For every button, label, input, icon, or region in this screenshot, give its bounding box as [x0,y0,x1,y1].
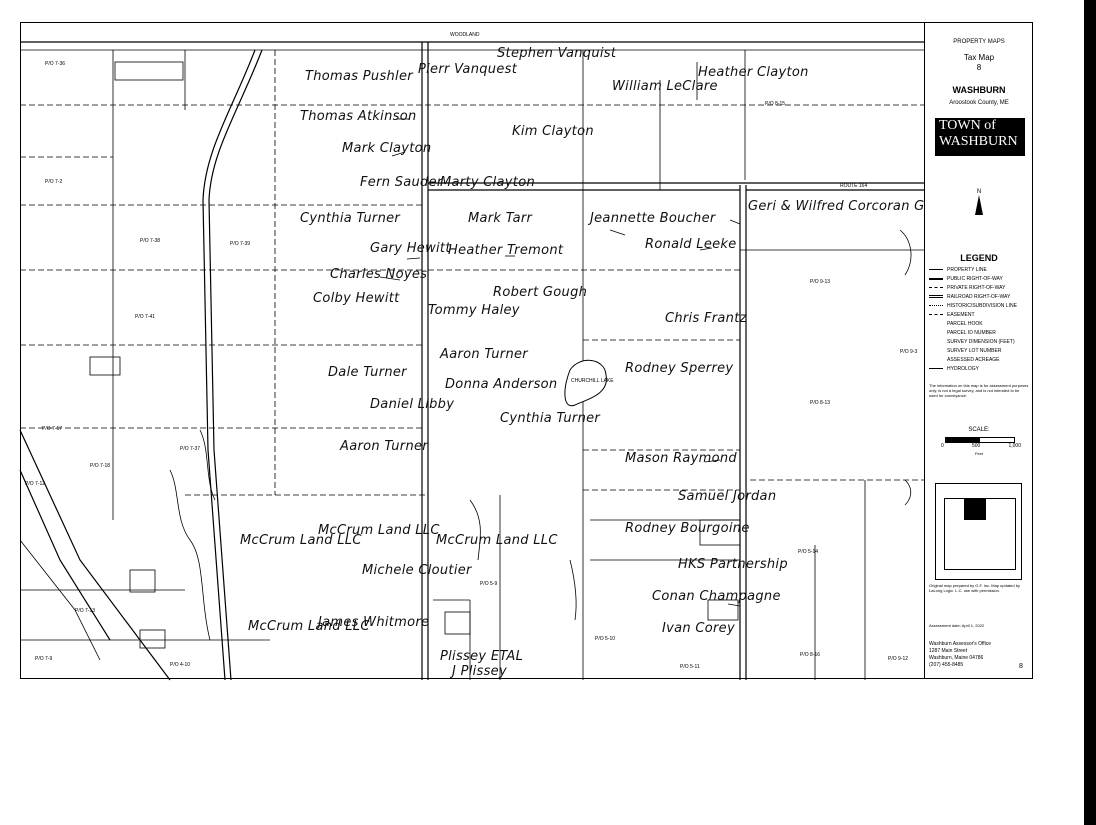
owner-label: Plissey ETAL [440,649,523,664]
svg-text:P/O 7-36: P/O 7-36 [45,61,65,67]
svg-text:P/O 7-39: P/O 7-39 [230,241,250,247]
owner-label: Mason Raymond [625,451,737,466]
svg-text:P/O 8-13: P/O 8-13 [810,400,830,406]
owner-label: Geri & Wilfred Corcoran Gene [748,199,925,214]
svg-text:P/O 7-2: P/O 7-2 [45,179,62,185]
owner-label: McCrum Land LLC [240,533,362,548]
svg-text:P/O 5-10: P/O 5-10 [595,636,615,642]
owner-label: Chris Frantz [665,311,748,326]
owner-label: Mark Tarr [468,211,533,226]
svg-text:P/O 8-16: P/O 8-16 [800,652,820,658]
owner-label: McCrum Land LLC [318,523,440,538]
owner-label: Tommy Haley [428,303,520,318]
svg-text:P/O 8-15: P/O 8-15 [765,101,785,107]
assessment-date: Assessment date: April 1, 2022 [929,623,985,628]
disclaimer: The information on this map is for asses… [929,383,1029,398]
owner-label: Rodney Sperrey [625,361,733,376]
office-name: Washburn Assessor's Office [929,641,992,647]
owner-label: William LeClare [612,79,718,94]
tax-map-drawing: .pl { stroke:#000; stroke-width:0.8; fil… [19,32,925,681]
owner-label: Fern Sauder [360,175,444,190]
map-label: Tax Map [963,53,995,62]
churchill-lake-label: CHURCHILL LAKE [571,378,614,384]
owner-label: Conan Champagne [652,589,781,604]
svg-text:P/O 7-18: P/O 7-18 [90,463,110,469]
svg-text:P/O 5-14: P/O 5-14 [798,549,818,555]
owner-label: McCrum Land LLC [248,619,370,634]
map-number: 8 [976,63,982,72]
svg-text:P/O 9-3: P/O 9-3 [900,349,917,355]
svg-text:P/O 7-38: P/O 7-38 [140,238,160,244]
office-address1: 1287 Main Street [929,648,968,654]
county-name: Aroostook County, ME [949,100,1009,106]
svg-text:P/O 9-12: P/O 9-12 [888,656,908,662]
panel-header: PROPERTY MAPS [953,39,1005,45]
owner-label: Pierr Vanquest [418,62,518,77]
locator-map [935,483,1022,580]
svg-text:P/O 9-13: P/O 9-13 [810,279,830,285]
owner-label: Heather Tremont [448,243,564,258]
svg-text:P/O 7-9: P/O 7-9 [35,656,52,662]
owner-label: Daniel Libby [370,397,454,412]
svg-text:P/O 7-37: P/O 7-37 [180,446,200,452]
svg-text:P/O 4-10: P/O 4-10 [170,662,190,668]
page-number: 8 [1019,663,1023,670]
owner-label: Gary Hewitt [370,241,451,256]
owner-label: Thomas Pushler [305,69,414,84]
handwritten-arrows [379,118,741,607]
office-address2: Washburn, Maine 04786 [929,655,984,661]
office-phone: (207) 455-8485 [929,662,964,668]
scale-bar [945,437,1015,443]
owner-label: Michele Cloutier [362,563,473,578]
svg-text:P/O 7-17: P/O 7-17 [42,426,62,432]
handwritten-owner-names: Stephen Vanquist Pierr Vanquest Heather … [240,46,925,679]
owner-label: Charles Noyes [330,267,427,282]
svg-text:P/O 7-12: P/O 7-12 [25,481,45,487]
svg-text:P/O 7-13: P/O 7-13 [75,608,95,614]
churchill-lake-shape [564,360,607,407]
town-logo: TOWN of WASHBURN [935,118,1025,156]
scale-unit: Feet [974,451,983,456]
svg-text:P/O 5-11: P/O 5-11 [680,664,700,670]
north-arrow-icon: N [973,189,985,229]
route-164-label: ROUTE 164 [840,183,867,189]
map-title-panel: PROPERTY MAPS Tax Map 8 WASHBURN Aroosto… [925,22,1033,679]
prepared-by: Original map prepared by G.F. Inc. Map u… [929,583,1020,593]
owner-label: Samuel Jordan [678,489,776,504]
owner-label: Robert Gough [493,285,587,300]
owner-label: Cynthia Turner [300,211,401,226]
owner-label: Heather Clayton [698,65,809,80]
top-road-label: WOODLAND [450,32,480,38]
owner-label: Aaron Turner [339,439,429,454]
owner-label: Kim Clayton [512,124,594,139]
owner-label: Mark Clayton [342,141,431,156]
owner-label: Ivan Corey [662,621,735,636]
owner-label: Cynthia Turner [500,411,601,426]
map-frame [20,22,925,679]
owner-label: Jeannette Boucher [587,211,717,226]
owner-label: Thomas Atkinson [300,109,417,124]
parcel-ids: P/O 7-36 P/O 7-2 P/O 7-38 P/O 7-39 P/O 7… [25,61,917,670]
owner-label: Rodney Bourgoine [625,521,750,536]
owner-label: Colby Hewitt [313,291,400,306]
owner-label: Aaron Turner [439,347,529,362]
legend-title: LEGEND [960,253,998,263]
owner-label: Dale Turner [328,365,408,380]
scale-label: SCALE: [968,427,990,433]
owner-label: Marty Clayton [440,175,535,190]
owner-label: J Plissey [449,664,507,679]
owner-label: James Whitmore [315,615,429,630]
owner-label: Stephen Vanquist [497,46,617,61]
owner-label: HKS Partnership [678,557,788,572]
town-name: WASHBURN [952,85,1006,95]
scan-edge-bar [1084,0,1096,825]
svg-text:P/O 5-9: P/O 5-9 [480,581,497,587]
owner-label: Ronald Leeke [645,237,737,252]
owner-label: McCrum Land LLC [436,533,558,548]
owner-label: Donna Anderson [445,377,557,392]
svg-text:P/O 7-41: P/O 7-41 [135,314,155,320]
